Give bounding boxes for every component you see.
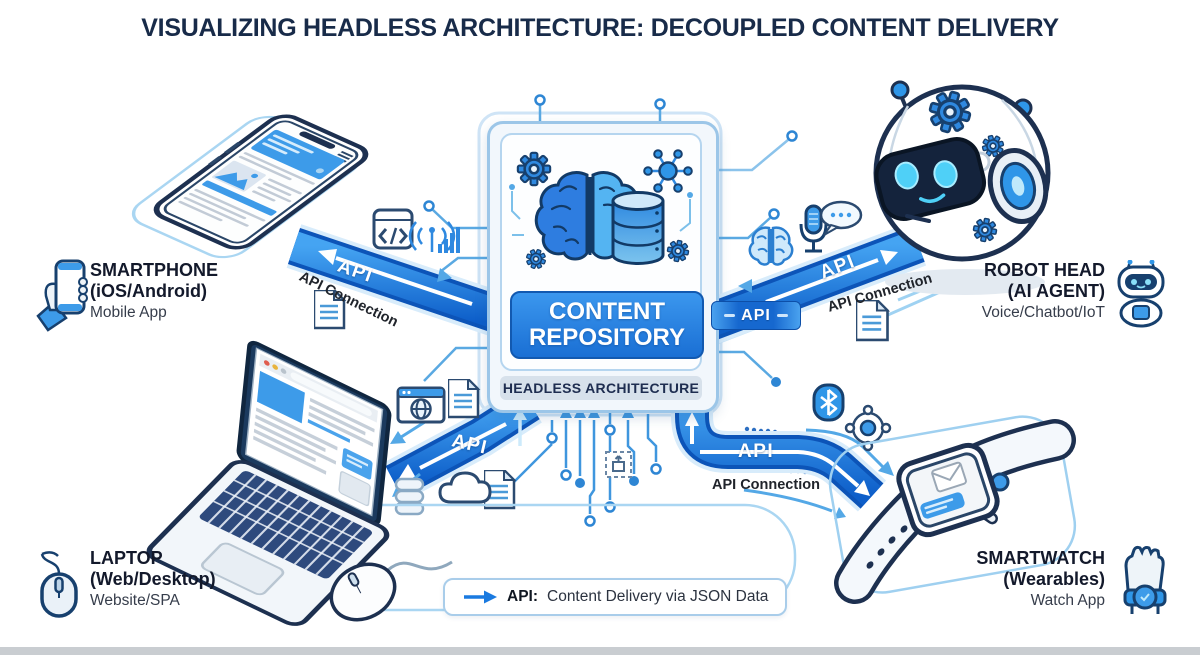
dash-decor: [776, 314, 788, 317]
gear-icon: [665, 238, 691, 264]
legend: API: Content Delivery via JSON Data: [443, 578, 788, 616]
smartwatch-illustration: [828, 415, 1077, 604]
dash-decor: [724, 314, 736, 317]
api-ribbon-upper-left: [286, 224, 528, 344]
api-label-lower-right: API: [738, 441, 775, 462]
robot-type: Voice/Chatbot/IoT: [981, 304, 1105, 322]
legend-text: Content Delivery via JSON Data: [547, 588, 769, 605]
network-icon: [643, 149, 693, 193]
bottom-strip: [0, 647, 1200, 655]
export-icon: [605, 451, 632, 478]
headless-architecture-label: HEADLESS ARCHITECTURE: [500, 376, 702, 400]
database-icon: [611, 191, 665, 265]
laptop-label: LAPTOP (Web/Desktop) Website/SPA: [90, 548, 280, 612]
wrist-watch-icon: [1123, 545, 1167, 614]
robot-illustration: [873, 80, 1051, 295]
laptop-type: Website/SPA: [90, 592, 180, 610]
repository-icon-panel: CONTENT REPOSITORY: [500, 133, 704, 371]
arrow-right-icon: [464, 590, 497, 604]
smartphone-label: SMARTPHONE (iOS/Android) Mobile App: [90, 260, 280, 324]
robot-label: ROBOT HEAD (AI AGENT) Voice/Chatbot/IoT: [940, 260, 1105, 324]
bluetooth-icon: [812, 383, 845, 422]
mouse-icon: [40, 551, 78, 618]
smartphone-type: Mobile App: [90, 304, 167, 322]
smartphone-title: SMARTPHONE: [90, 260, 219, 280]
brain-icon: [748, 226, 794, 266]
gear-icon: [523, 246, 549, 272]
smartwatch-label: SMARTWATCH (Wearables) Watch App: [930, 548, 1105, 612]
laptop-illustration: [146, 340, 797, 626]
laptop-title: LAPTOP: [90, 548, 163, 568]
code-icon: [372, 208, 414, 250]
hand-phone-icon: [36, 259, 88, 332]
gear-icon: [516, 151, 552, 187]
legend-api-term: API:: [507, 588, 538, 605]
content-repository-box: CONTENT REPOSITORY HEADLESS ARCHITECTURE: [487, 121, 719, 413]
page-title: VISUALIZING HEADLESS ARCHITECTURE: DECOU…: [141, 14, 1059, 42]
robot-mini-icon: [1117, 260, 1165, 328]
smartphone-illustration: [131, 114, 369, 259]
browser-icon: [396, 386, 446, 424]
smartwatch-type: Watch App: [1030, 592, 1105, 610]
api-ribbon-lower-right: [671, 400, 887, 512]
chat-bubble-icon: [819, 200, 863, 236]
smartwatch-title: SMARTWATCH: [976, 548, 1105, 568]
smartphone-subtitle: (iOS/Android): [90, 281, 207, 302]
api-connection-label-bottom: API Connection: [712, 477, 820, 493]
signal-bars-icon: [408, 221, 460, 253]
robot-subtitle: (AI AGENT): [1007, 281, 1105, 302]
database-stack-icon: [394, 477, 425, 516]
repository-icons: [509, 149, 693, 272]
smartwatch-subtitle: (Wearables): [1003, 569, 1105, 590]
cloud-icon: [438, 471, 492, 504]
api-ribbon-lower-left: [383, 385, 542, 502]
content-repository-label: CONTENT REPOSITORY: [510, 291, 704, 359]
laptop-subtitle: (Web/Desktop): [90, 569, 216, 590]
robot-title: ROBOT HEAD: [984, 260, 1105, 280]
api-badge: API: [711, 301, 801, 330]
